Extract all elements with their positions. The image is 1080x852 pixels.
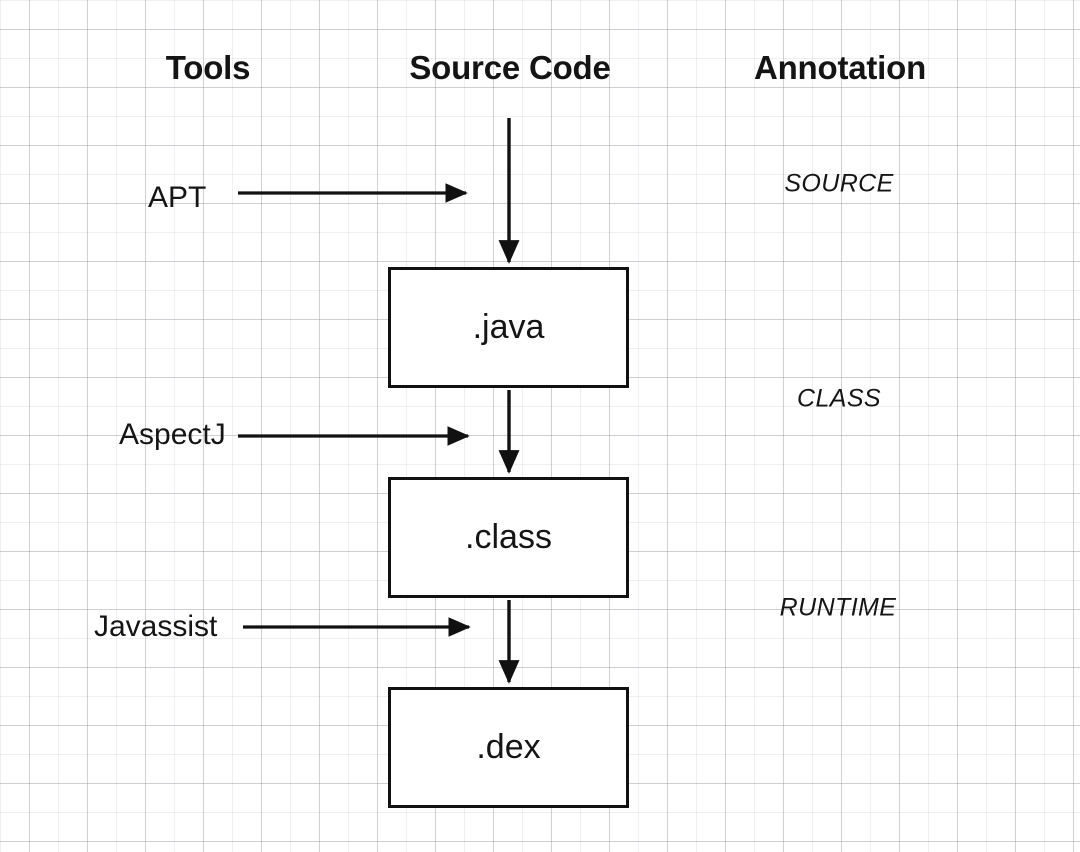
node-java[interactable]: .java bbox=[388, 267, 629, 388]
tool-label-apt: APT bbox=[148, 181, 207, 214]
node-class[interactable]: .class bbox=[388, 477, 629, 598]
node-dex[interactable]: .dex bbox=[388, 687, 629, 808]
annotation-label-source: SOURCE bbox=[784, 169, 894, 198]
tool-label-javassist: Javassist bbox=[94, 610, 218, 643]
tool-label-aspectj: AspectJ bbox=[119, 418, 226, 451]
node-dex-label: .dex bbox=[476, 728, 541, 766]
column-header-annotation: Annotation bbox=[753, 49, 927, 86]
column-header-source-code: Source Code bbox=[409, 49, 611, 86]
annotation-label-class: CLASS bbox=[797, 384, 881, 413]
column-header-tools: Tools bbox=[165, 49, 251, 86]
node-java-label: .java bbox=[472, 308, 545, 346]
annotation-label-runtime: RUNTIME bbox=[779, 593, 897, 622]
node-class-label: .class bbox=[465, 518, 552, 556]
